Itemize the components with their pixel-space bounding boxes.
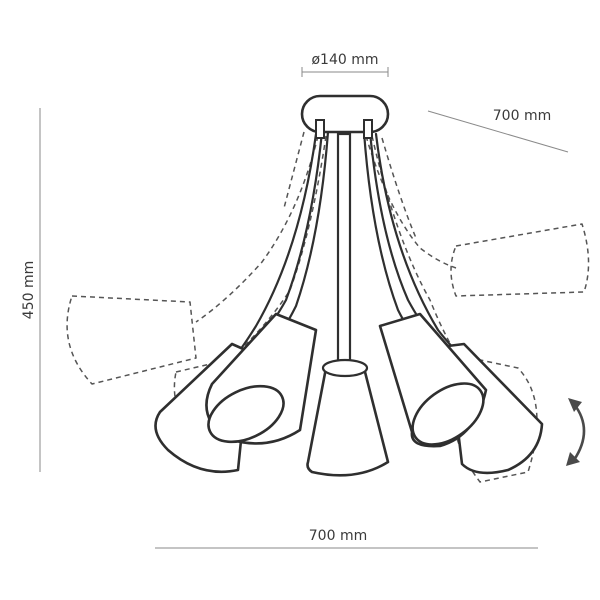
canopy-diameter-label: ø140 mm — [311, 52, 378, 68]
rotation-arrow-icon — [566, 398, 586, 466]
dashed-shade-right — [450, 223, 590, 297]
dimension-lines — [39, 67, 569, 549]
width-top-label: 700 mm — [493, 108, 551, 124]
dashed-shade-left — [66, 295, 197, 385]
height-label: 450 mm — [21, 261, 37, 319]
dashed-shade-lower-right — [448, 353, 538, 483]
width-bottom-label: 700 mm — [309, 528, 367, 544]
shade-center — [306, 366, 390, 477]
lamp-shades — [154, 312, 544, 477]
ceiling-canopy — [300, 94, 390, 139]
